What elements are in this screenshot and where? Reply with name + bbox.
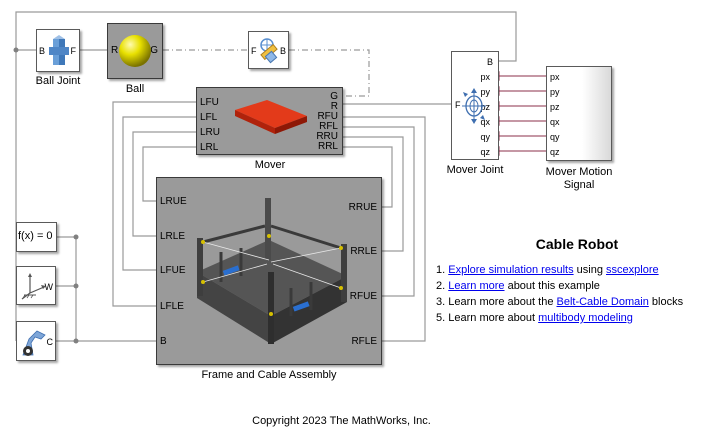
mover-motion-signal-label: Mover Motion Signal bbox=[535, 166, 623, 192]
signal-in-qz: qz bbox=[550, 147, 560, 157]
info-item-1: 1. Explore simulation results using ssce… bbox=[436, 262, 718, 278]
ball-joint-port-b: B bbox=[39, 46, 46, 56]
mover-port-lfl: LFL bbox=[200, 112, 218, 123]
mover-joint-out-qx: qx bbox=[480, 117, 490, 127]
ball-port-r: R bbox=[111, 45, 119, 56]
info-item-5-pre: Learn more about bbox=[448, 312, 539, 324]
explore-results-link[interactable]: Explore simulation results bbox=[448, 264, 574, 276]
info-item-2-text: about this example bbox=[504, 280, 600, 292]
world-frame-port-w: W bbox=[44, 282, 54, 292]
info-item-1-text: using bbox=[573, 264, 607, 276]
mover-port-rru: RRU bbox=[316, 131, 338, 142]
mover-port-g: G bbox=[330, 91, 338, 102]
solver-configuration-block[interactable]: f(x) = 0 bbox=[16, 222, 57, 252]
signal-in-px: px bbox=[550, 72, 560, 82]
info-item-3: 3. Learn more about the Belt-Cable Domai… bbox=[436, 294, 718, 310]
signal-in-py: py bbox=[550, 87, 560, 97]
mover-joint-label: Mover Joint bbox=[446, 164, 504, 176]
ball-port-g: G bbox=[150, 45, 158, 56]
mover-joint-port-b: B bbox=[486, 57, 493, 67]
mover-motion-signal-label-line1: Mover Motion bbox=[545, 166, 613, 178]
frame-cable-assembly-label: Frame and Cable Assembly bbox=[201, 369, 337, 381]
mover-motion-signal-label-line2: Signal bbox=[563, 179, 595, 191]
mover-joint-port-f: F bbox=[455, 100, 461, 110]
world-frame-icon bbox=[21, 273, 46, 300]
mover-port-rrl: RRL bbox=[317, 141, 338, 152]
info-title: Cable Robot bbox=[535, 236, 619, 252]
assembly-port-lrue: LRUE bbox=[160, 196, 187, 207]
ball-sphere-icon bbox=[119, 35, 151, 67]
multibody-modeling-link[interactable]: multibody modeling bbox=[538, 312, 633, 324]
frame-cable-assembly-block[interactable]: LRUE LRLE LFUE LFLE B RRUE RRLE RFUE RFL… bbox=[156, 177, 382, 365]
learn-more-link[interactable]: Learn more bbox=[448, 280, 505, 292]
mechanism-config-port-c: C bbox=[46, 337, 54, 347]
transform-port-b: B bbox=[279, 46, 286, 56]
signal-in-qx: qx bbox=[550, 117, 560, 127]
assembly-port-lrle: LRLE bbox=[160, 231, 186, 242]
rigid-transform-block[interactable]: F B bbox=[248, 31, 289, 69]
info-item-3-pre: Learn more about the bbox=[448, 296, 557, 308]
info-item-2: 2. Learn more about this example bbox=[436, 278, 718, 294]
six-dof-joint-icon bbox=[462, 88, 486, 124]
assembly-port-rfue: RFUE bbox=[349, 291, 377, 302]
sscexplore-link[interactable]: sscexplore bbox=[606, 264, 659, 276]
ball-block[interactable]: R G bbox=[107, 23, 163, 79]
assembly-port-b: B bbox=[160, 336, 167, 347]
ball-joint-icon bbox=[49, 35, 69, 65]
assembly-port-lfue: LFUE bbox=[160, 265, 186, 276]
copyright-text: Copyright 2023 The MathWorks, Inc. bbox=[252, 415, 431, 427]
ball-joint-port-f: F bbox=[70, 46, 77, 56]
rigid-transform-icon bbox=[260, 38, 278, 64]
mechanism-configuration-block[interactable]: C bbox=[16, 321, 56, 361]
info-item-3-text: blocks bbox=[648, 296, 684, 308]
mover-port-rfl: RFL bbox=[319, 121, 338, 132]
mover-joint-out-py: py bbox=[480, 87, 490, 97]
mechanism-config-icon bbox=[22, 330, 46, 356]
info-item-1-num: 1. bbox=[436, 264, 446, 276]
mover-joint-out-pz: pz bbox=[480, 102, 490, 112]
mover-port-r: R bbox=[330, 101, 338, 112]
mover-port-lrl: LRL bbox=[200, 142, 219, 153]
mover-port-lfu: LFU bbox=[200, 97, 219, 108]
belt-cable-domain-link[interactable]: Belt-Cable Domain bbox=[556, 296, 649, 308]
cable-robot-frame-icon bbox=[197, 198, 347, 344]
mover-joint-out-qy: qy bbox=[480, 132, 490, 142]
world-frame-block[interactable]: W bbox=[16, 266, 56, 305]
info-item-3-num: 3. bbox=[436, 296, 446, 308]
mover-port-rfu: RFU bbox=[317, 111, 338, 122]
mover-label: Mover bbox=[254, 159, 286, 171]
mover-joint-out-qz: qz bbox=[480, 147, 490, 157]
assembly-port-rrle: RRLE bbox=[350, 246, 377, 257]
solver-configuration-text: f(x) = 0 bbox=[18, 230, 53, 242]
assembly-port-rfle: RFLE bbox=[351, 336, 377, 347]
mover-motion-signal-block[interactable]: px py pz qx qy qz bbox=[546, 66, 612, 161]
info-item-2-num: 2. bbox=[436, 280, 446, 292]
mover-joint-block[interactable]: B F px py pz qx qy qz bbox=[451, 51, 499, 160]
transform-port-f: F bbox=[251, 46, 257, 56]
ball-joint-block[interactable]: B F bbox=[36, 29, 80, 72]
assembly-port-rrue: RRUE bbox=[348, 202, 377, 213]
mover-plate-icon bbox=[235, 100, 307, 134]
mover-joint-out-px: px bbox=[480, 72, 490, 82]
signal-in-pz: pz bbox=[550, 102, 560, 112]
info-item-5-num: 5. bbox=[436, 312, 446, 324]
signal-in-qy: qy bbox=[550, 132, 560, 142]
info-item-5: 5. Learn more about multibody modeling bbox=[436, 310, 718, 326]
mover-port-lru: LRU bbox=[200, 127, 221, 138]
info-panel: Cable Robot 1. Explore simulation result… bbox=[436, 236, 718, 326]
ball-joint-label: Ball Joint bbox=[35, 75, 81, 87]
info-list: 1. Explore simulation results using ssce… bbox=[436, 262, 718, 326]
ball-label: Ball bbox=[125, 83, 145, 95]
assembly-port-lfle: LFLE bbox=[160, 301, 184, 312]
mover-block[interactable]: LFU LFL LRU LRL G R RFU RFL RRU RRL bbox=[196, 87, 343, 155]
